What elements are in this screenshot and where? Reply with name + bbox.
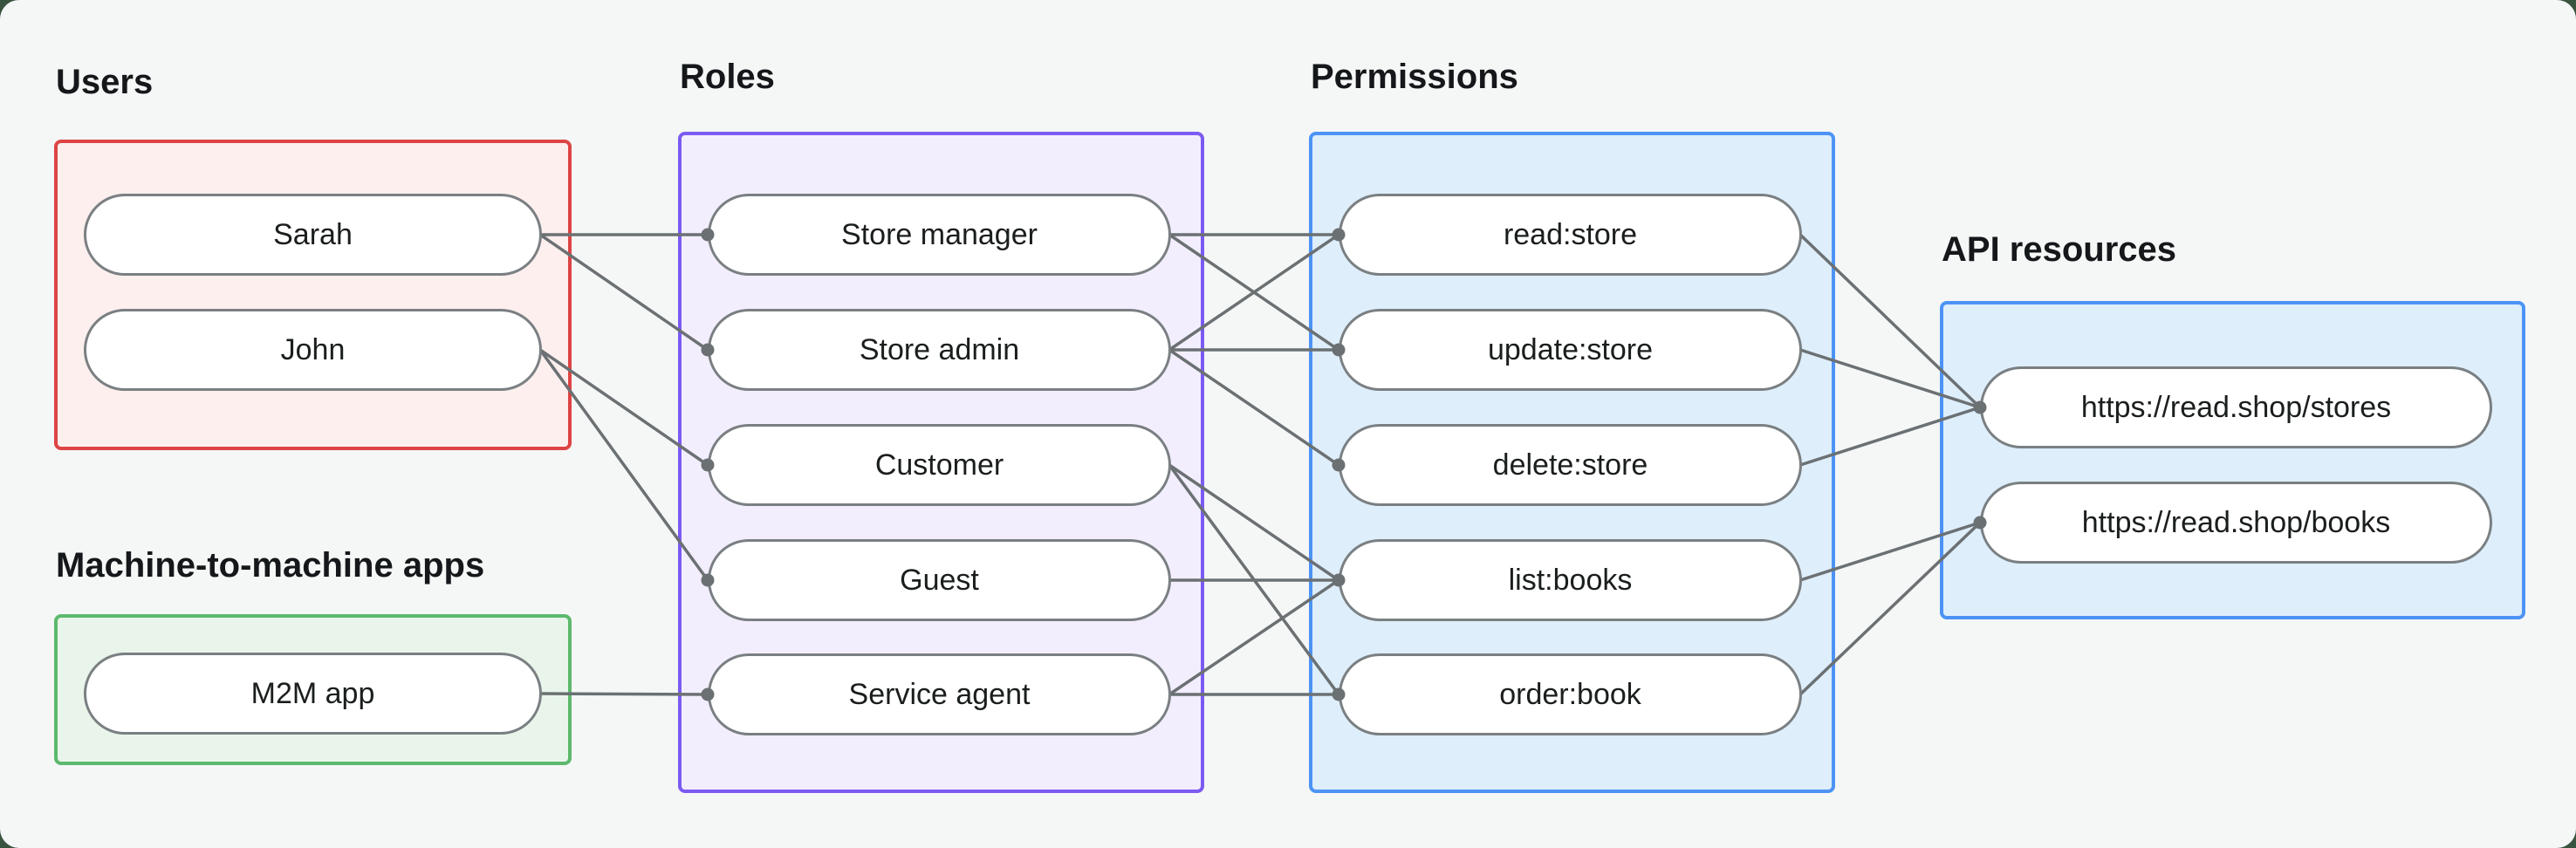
users-group-box <box>54 140 572 450</box>
node-list-books: list:books <box>1339 539 1802 621</box>
api-resources-group-label: API resources <box>1942 230 2177 269</box>
node-m2m: M2M app <box>84 653 542 735</box>
m2m-apps-group-label: Machine-to-machine apps <box>56 546 485 585</box>
node-customer: Customer <box>708 424 1171 506</box>
node-books: https://read.shop/books <box>1980 482 2492 564</box>
users-group-label: Users <box>56 63 154 101</box>
roles-group-label: Roles <box>680 58 775 96</box>
node-service-agent: Service agent <box>708 653 1171 735</box>
api-resources-group-box <box>1940 301 2525 619</box>
node-read-store: read:store <box>1339 194 1802 276</box>
node-order-book: order:book <box>1339 653 1802 735</box>
node-store-admin: Store admin <box>708 309 1171 391</box>
node-delete-store: delete:store <box>1339 424 1802 506</box>
node-guest: Guest <box>708 539 1171 621</box>
permissions-group-label: Permissions <box>1311 58 1518 96</box>
node-stores: https://read.shop/stores <box>1980 366 2492 448</box>
node-store-manager: Store manager <box>708 194 1171 276</box>
node-sarah: Sarah <box>84 194 542 276</box>
node-john: John <box>84 309 542 391</box>
node-update-store: update:store <box>1339 309 1802 391</box>
